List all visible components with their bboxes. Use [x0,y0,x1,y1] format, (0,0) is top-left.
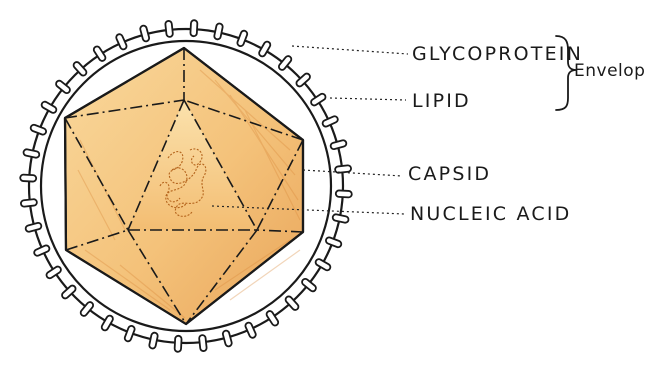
glycoprotein-spike [20,174,36,181]
label-nucleic-acid: NUCLEIC ACID [410,203,571,225]
leader-glycoprotein [292,46,408,54]
glycoprotein-spike [199,335,207,352]
glycoprotein-spike [190,20,197,36]
glycoprotein-spike [165,21,173,38]
label-envelop: Envelop [574,61,645,81]
leader-lipid [330,98,406,100]
glycoprotein-spike [336,190,352,197]
label-capsid: CAPSID [408,163,491,185]
label-glycoprotein: GLYCOPROTEIN [412,43,583,65]
label-lipid: LIPID [412,90,471,112]
glycoprotein-spike [21,199,38,207]
glycoprotein-spike [174,336,181,352]
